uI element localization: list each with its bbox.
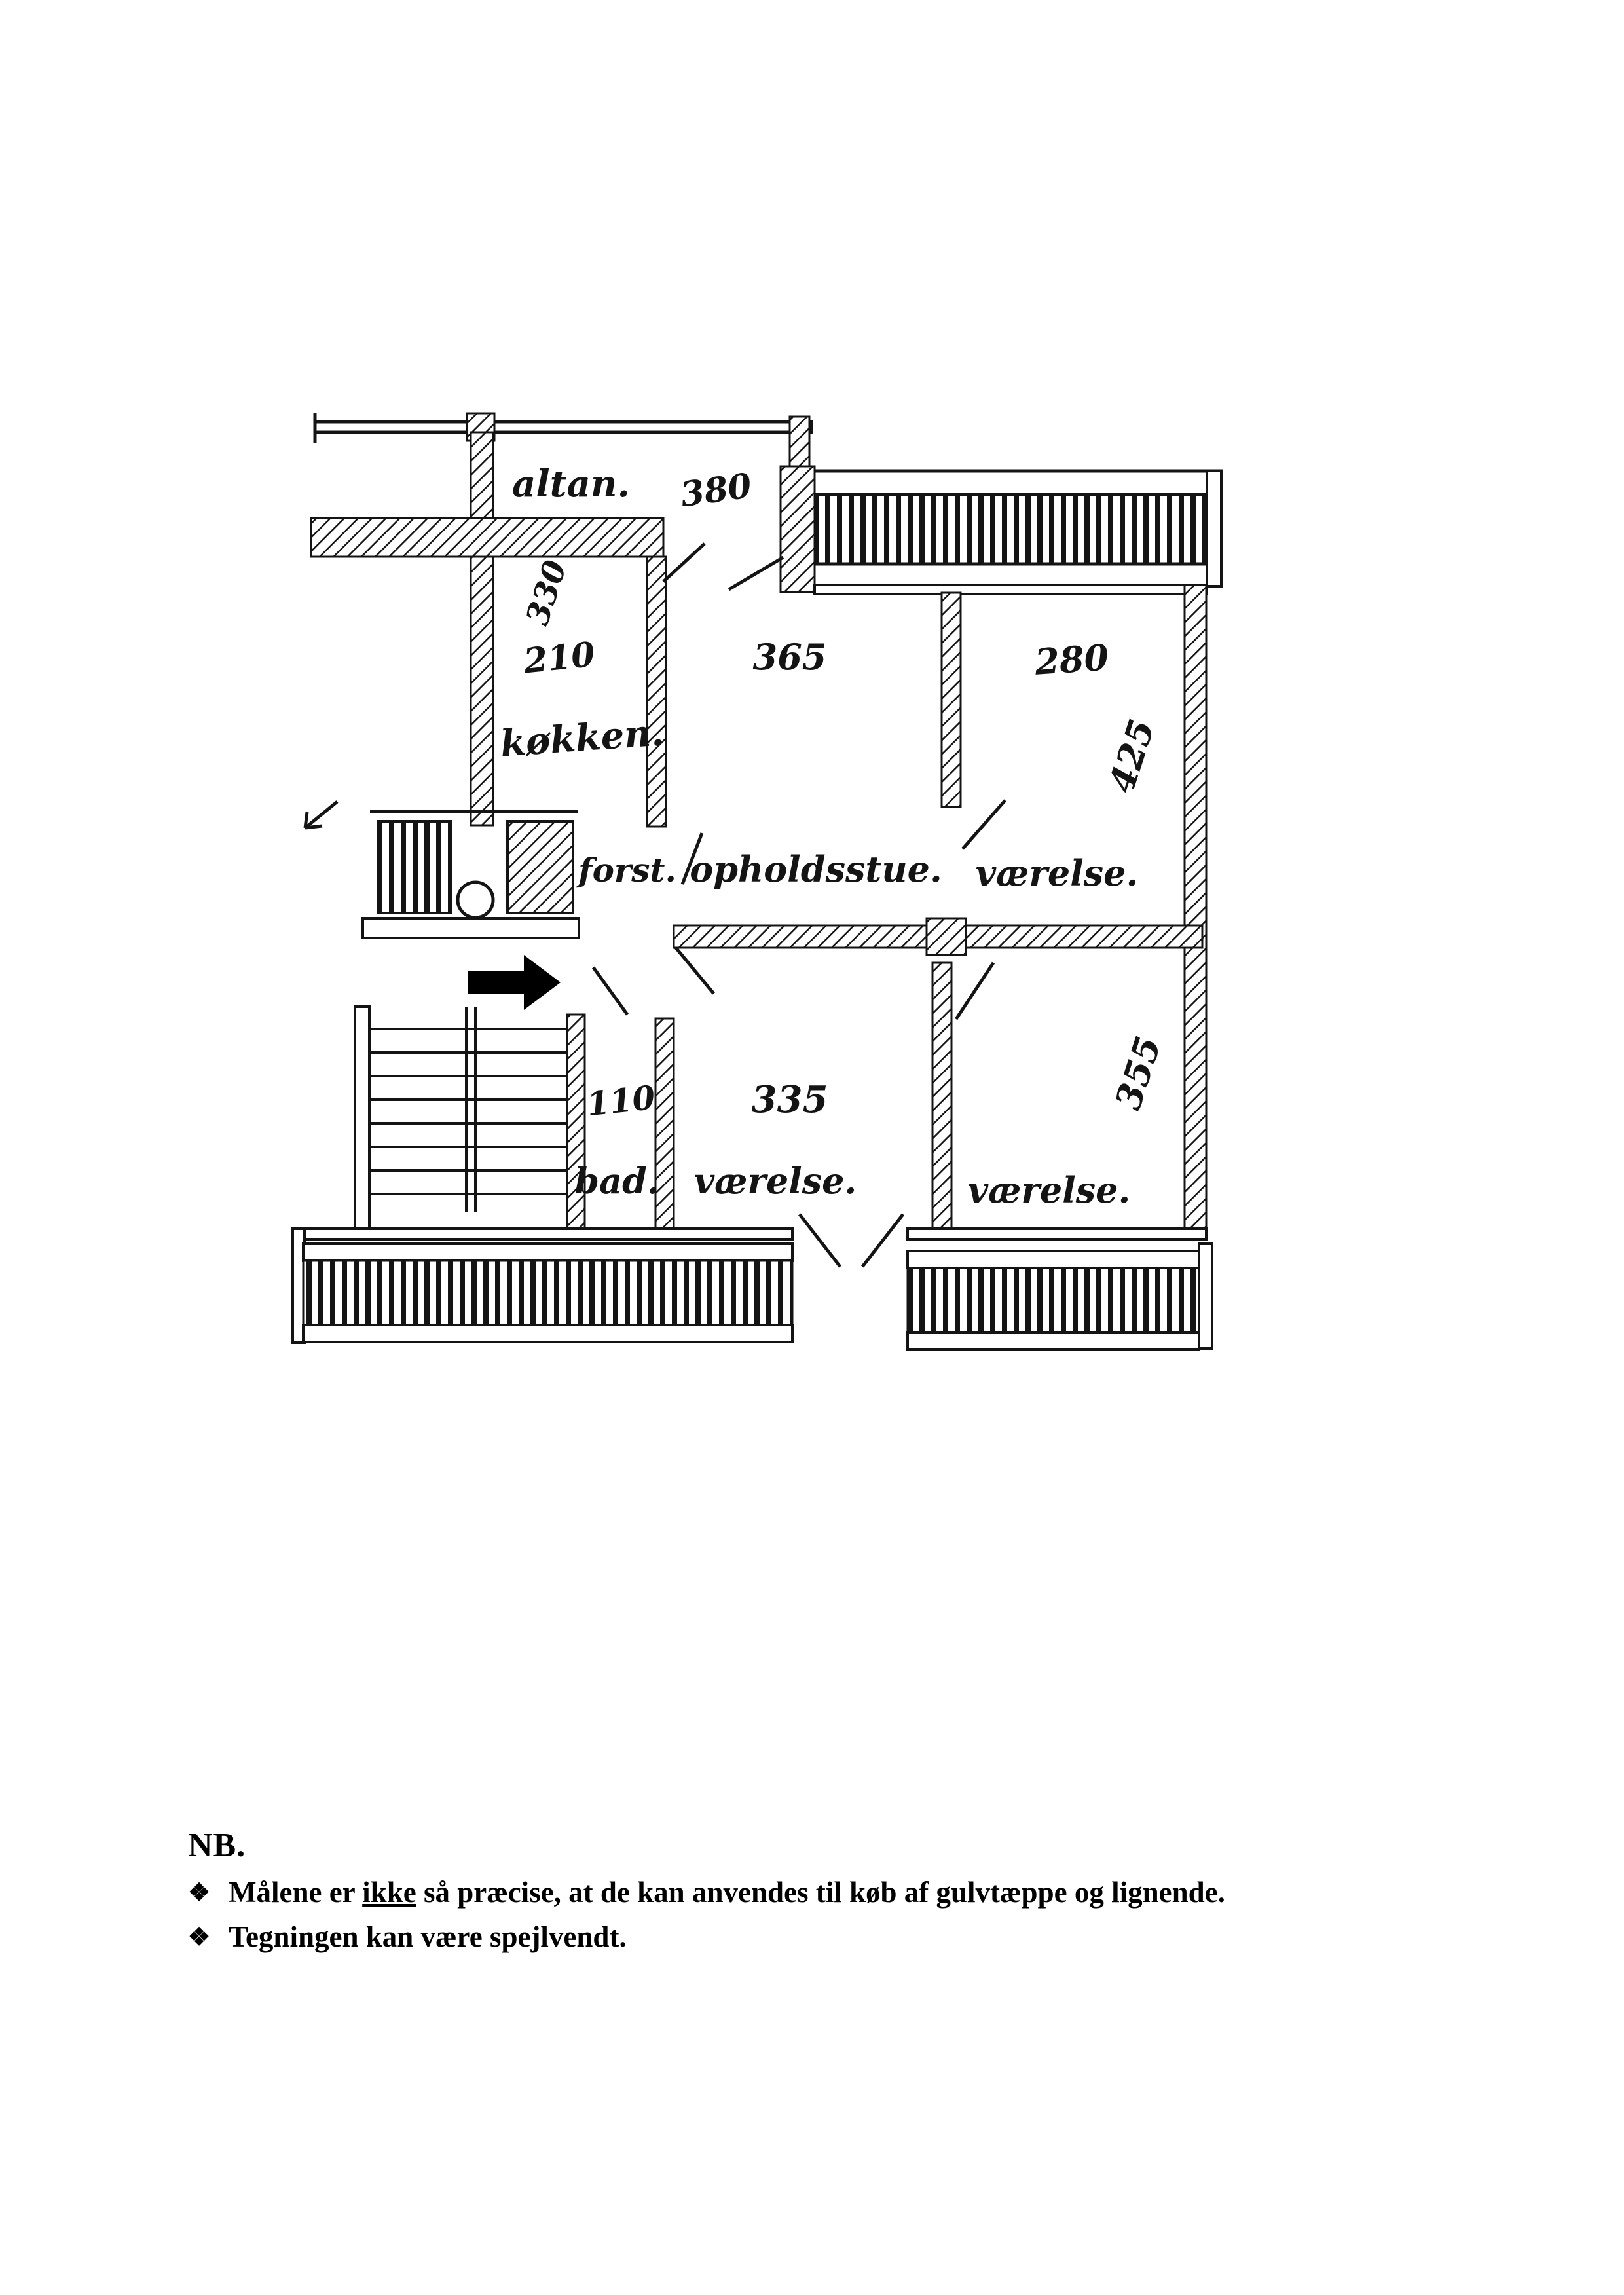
label-vaerelse-bottom-right: værelse. bbox=[968, 1169, 1131, 1211]
wall-bad-right bbox=[654, 1017, 675, 1230]
kitchen-fixtures bbox=[361, 810, 580, 939]
note-item-1-text: Målene er ikke så præcise, at de kan anv… bbox=[229, 1875, 1225, 1909]
note-item-2: ❖ Tegningen kan være spejlvendt. bbox=[188, 1920, 1225, 1954]
wall-bottom-rooms bbox=[931, 961, 953, 1230]
diamond-bullet-icon: ❖ bbox=[188, 1879, 211, 1907]
notes-section: NB. ❖ Målene er ikke så præcise, at de k… bbox=[188, 1826, 1225, 1954]
measure-altan: 380 bbox=[678, 466, 754, 515]
wall-bottom bbox=[291, 1227, 1208, 1344]
measure-vaerelse-right-length: 425 bbox=[1100, 715, 1163, 798]
label-vaerelse-center: værelse. bbox=[694, 1160, 857, 1202]
wall-north bbox=[813, 584, 1208, 595]
floor-plan: altan. 380 330 210 køkken. 365 280 425 f… bbox=[291, 412, 1223, 1351]
label-kokken: køkken. bbox=[499, 711, 665, 765]
diamond-bullet-icon: ❖ bbox=[188, 1924, 211, 1951]
measure-bad: 110 bbox=[585, 1078, 657, 1124]
balcony-bottom-right bbox=[906, 1242, 1213, 1351]
door-swings bbox=[591, 542, 1006, 1268]
window-mark bbox=[303, 800, 339, 830]
wall-right bbox=[1183, 584, 1208, 1235]
balcony-top-right bbox=[779, 465, 1223, 593]
wall-central-junction bbox=[925, 917, 967, 956]
entrance-arrow-icon bbox=[468, 955, 561, 1010]
measure-kokken-width: 210 bbox=[521, 635, 597, 682]
balcony-bottom-left bbox=[302, 1242, 794, 1343]
room-labels: altan. 380 330 210 køkken. 365 280 425 f… bbox=[499, 462, 1170, 1211]
staircase bbox=[369, 1007, 567, 1212]
label-altan: altan. bbox=[512, 462, 630, 506]
measure-kokken-length: 330 bbox=[519, 556, 574, 630]
label-forst: forst. bbox=[576, 851, 676, 889]
label-vaerelse-right: værelse. bbox=[976, 852, 1139, 894]
note-item-1-pre: Målene er bbox=[229, 1876, 363, 1909]
measure-opholdsstue: 365 bbox=[753, 636, 827, 678]
measure-vaerelse-bottom-right: 355 bbox=[1107, 1032, 1170, 1115]
note-item-1: ❖ Målene er ikke så præcise, at de kan a… bbox=[188, 1875, 1225, 1909]
note-item-1-post: så præcise, at de kan anvendes til køb a… bbox=[416, 1876, 1225, 1909]
sink-icon bbox=[456, 880, 495, 920]
wall-stair-left bbox=[354, 1005, 371, 1230]
wall-kitchen-right bbox=[646, 555, 667, 828]
notes-heading: NB. bbox=[188, 1827, 246, 1864]
wall-kitchen-left bbox=[470, 431, 494, 827]
label-opholdsstue: opholdsstue. bbox=[690, 848, 942, 890]
measure-vaerelse-right-width: 280 bbox=[1033, 636, 1110, 683]
measure-vaerelse-center: 335 bbox=[752, 1078, 828, 1121]
wall-vaerelse-right bbox=[940, 591, 962, 808]
note-item-1-underlined: ikke bbox=[362, 1876, 416, 1909]
label-bad: bad. bbox=[574, 1160, 659, 1202]
note-item-2-text: Tegningen kan være spejlvendt. bbox=[229, 1920, 627, 1953]
wall-altan-strip bbox=[310, 517, 665, 558]
